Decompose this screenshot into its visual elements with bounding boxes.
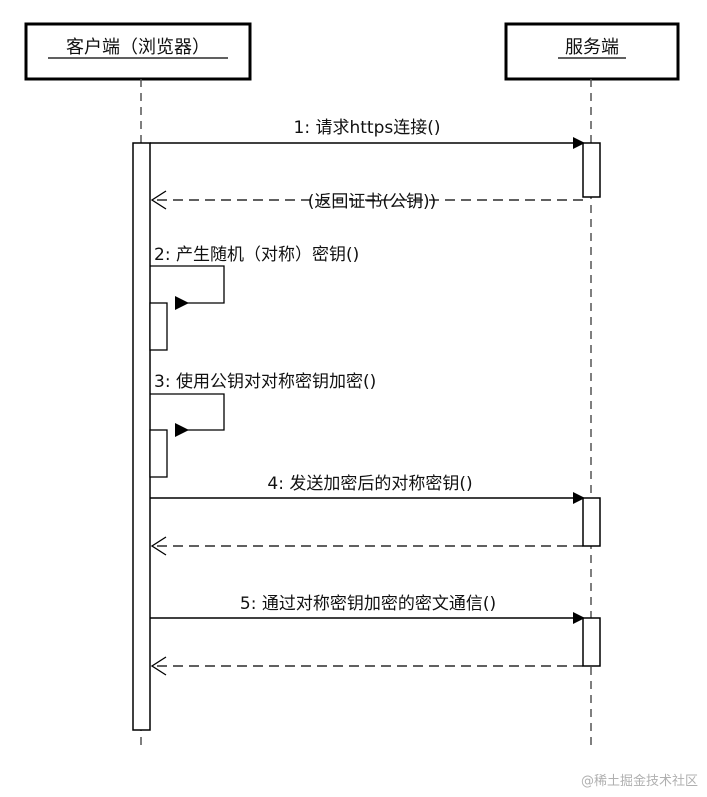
- participant-client: 客户端（浏览器）: [24, 22, 252, 81]
- message-2-label: 2: 产生随机（对称）密钥(): [154, 245, 359, 265]
- participant-server: 服务端: [504, 22, 680, 81]
- server-activation-2: [582, 497, 601, 547]
- message-3-label: 3: 使用公钥对对称密钥加密(): [154, 371, 376, 392]
- message-4-label: 4: 发送加密后的对称密钥(): [267, 474, 472, 494]
- message-1-label: 1: 请求https连接(): [294, 118, 441, 138]
- return-4: [150, 536, 583, 556]
- participant-client-label: 客户端（浏览器）: [66, 37, 210, 58]
- watermark: @稀土掘金技术社区: [581, 773, 698, 789]
- client-activation-bar: [132, 142, 151, 731]
- return-5: [150, 656, 583, 676]
- self-message-3: 3: 使用公钥对对称密钥加密(): [149, 371, 376, 478]
- server-activation-3: [582, 617, 601, 667]
- server-activation-1: [582, 142, 601, 198]
- message-5: 5: 通过对称密钥加密的密文通信(): [150, 594, 585, 624]
- participant-server-label: 服务端: [565, 37, 619, 58]
- message-4: 4: 发送加密后的对称密钥(): [150, 474, 585, 504]
- return-1-label: (返回证书(公钥)): [308, 192, 437, 212]
- message-1: 1: 请求https连接(): [150, 118, 585, 149]
- self-message-2: 2: 产生随机（对称）密钥(): [149, 245, 359, 351]
- return-1: (返回证书(公钥)): [150, 190, 583, 212]
- message-5-label: 5: 通过对称密钥加密的密文通信(): [240, 594, 496, 614]
